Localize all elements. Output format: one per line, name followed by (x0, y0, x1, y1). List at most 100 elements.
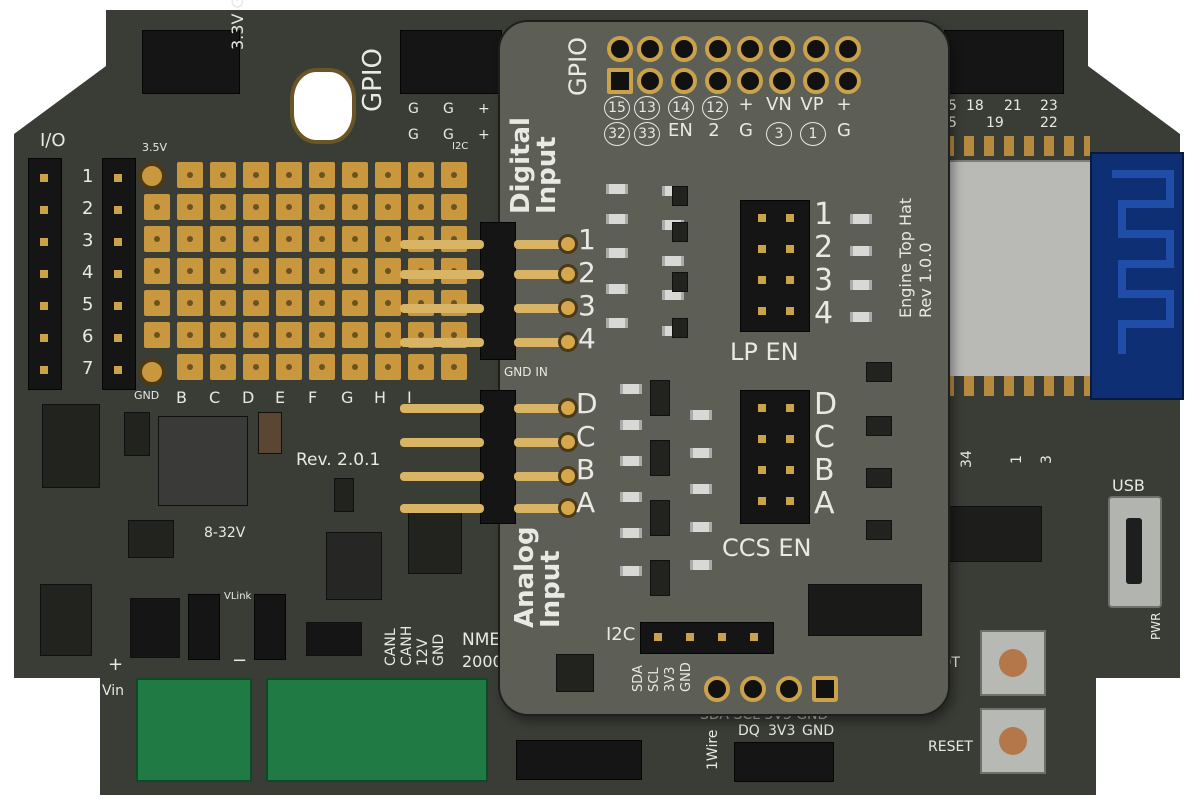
proto-pad-hole (253, 268, 259, 274)
hat-gpio-pin (671, 36, 697, 62)
esp32-pins-bottom (944, 376, 1090, 396)
side-pin-3: 3 (1039, 455, 1055, 464)
onewire-pin-3v3: 3V3 (768, 723, 796, 739)
io-label: I/O (40, 130, 66, 151)
analog-input-header (480, 390, 516, 524)
header-pin-lead (400, 338, 484, 347)
io-row-number: 4 (82, 262, 94, 283)
proto-pad-hole (451, 332, 457, 338)
jumper-pin (786, 435, 794, 443)
hat-i2c-pad (812, 676, 838, 702)
hat-small-ic (672, 272, 688, 292)
hat-gpio-pin-label-top: VP (800, 94, 824, 115)
hat-resistor (690, 448, 712, 458)
io-pin (114, 334, 122, 342)
hat-input-pad (558, 332, 578, 352)
proto-pad-hole (253, 364, 259, 370)
proto-pad-hole (319, 300, 325, 306)
hat-transistor (866, 416, 892, 436)
transceiver-ic (408, 510, 462, 574)
power-diode (40, 584, 92, 656)
jumper-2[interactable] (254, 594, 286, 660)
hat-input-pad (558, 432, 578, 452)
hat-gpio-pin (607, 68, 633, 94)
top-right-pin-18: 18 (966, 98, 984, 114)
hat-input-pad (558, 398, 578, 418)
digital-pin-label: 4 (578, 322, 596, 355)
hat-gpio-pin-label-bottom: EN (668, 120, 693, 141)
proto-pad-hole (352, 172, 358, 178)
proto-pad-hole (253, 204, 259, 210)
proto-pad-hole (418, 204, 424, 210)
header-side-label-plus: + (478, 101, 490, 117)
lp-en-jumper-block[interactable] (740, 200, 810, 332)
hat-transistor (866, 520, 892, 540)
usb-port[interactable] (1108, 496, 1162, 608)
cap-1 (128, 520, 174, 558)
hat-gpio-pin (769, 36, 795, 62)
inductor (42, 404, 100, 488)
top-right-pin-5: 5 (948, 98, 957, 114)
proto-col-letter: B (176, 388, 187, 407)
analog-pin-label: B (576, 453, 596, 486)
header-pin-lead-hat (514, 404, 568, 413)
io-row-number: 1 (82, 166, 94, 187)
io-pin (40, 366, 48, 374)
vin-terminal[interactable] (136, 678, 252, 782)
proto-col-letter: E (275, 388, 286, 407)
proto-pad-hole (154, 332, 160, 338)
hat-i2c-pin (654, 633, 662, 641)
header-side-label-g4: G (443, 127, 454, 143)
proto-pad-hole (220, 300, 226, 306)
proto-pad-hole (352, 332, 358, 338)
proto-pad-hole (286, 268, 292, 274)
hat-resistor (606, 318, 628, 328)
ccs-en-label: CCS EN (722, 534, 812, 562)
io-pin (114, 174, 122, 182)
v33-gnd-label: 3.3V GND (228, 0, 247, 50)
jumper-pin (758, 245, 766, 253)
proto-pad-hole (352, 204, 358, 210)
analog-pin-label: D (576, 387, 598, 420)
hat-resistor (606, 248, 628, 258)
header-side-label-g3: G (408, 127, 419, 143)
power-inductor (130, 598, 180, 658)
gnd-corner-label: GND (134, 389, 160, 402)
header-pin-lead-hat (514, 438, 568, 447)
proto-pad-hole (319, 332, 325, 338)
proto-pad-hole (187, 268, 193, 274)
i2c-small-label: I2C (452, 141, 469, 152)
ccs-en-jumper-block[interactable] (740, 390, 810, 524)
nmea-terminal[interactable] (266, 678, 488, 782)
jumper-pin (758, 497, 766, 505)
jumper-1[interactable] (188, 594, 220, 660)
proto-pad-hole (319, 268, 325, 274)
reset-button[interactable] (980, 708, 1046, 774)
v35-label: 3.5V (142, 141, 168, 154)
hat-resistor (662, 290, 684, 300)
proto-pad-hole (385, 204, 391, 210)
side-pin-34: 34 (959, 450, 975, 468)
proto-col-letter: D (242, 388, 255, 407)
header-pin-lead (400, 270, 484, 279)
proto-pad-hole (451, 172, 457, 178)
header-pin-lead-hat (514, 504, 568, 513)
io-row-number: 5 (82, 294, 94, 315)
hat-i2c-pin (686, 633, 694, 641)
hat-gpio-pin-label-top: VN (766, 94, 792, 115)
hat-gpio-pin-label-bottom: G (739, 120, 753, 141)
boot-button[interactable] (980, 630, 1046, 696)
proto-pad-hole (220, 172, 226, 178)
i2c-header-main (516, 740, 642, 780)
header-pin-lead (400, 438, 484, 447)
gpio-label-main: GPIO (358, 48, 388, 112)
hat-transistor (866, 468, 892, 488)
hat-small-ic (672, 222, 688, 242)
header-side-label-g2: G (443, 101, 454, 117)
proto-pad-hole (154, 236, 160, 242)
proto-pad-hole (220, 364, 226, 370)
header-side-label-g1: G (408, 101, 419, 117)
top-right-pin-21: 21 (1004, 98, 1022, 114)
proto-pad-hole (451, 204, 457, 210)
header-pin-lead-hat (514, 270, 568, 279)
